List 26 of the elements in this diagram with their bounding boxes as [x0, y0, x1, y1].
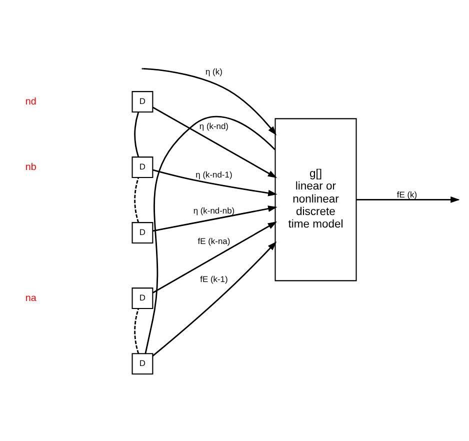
node-box: D [131, 222, 153, 244]
label: na [24, 292, 36, 304]
node-box: D [131, 156, 153, 178]
arrow [142, 67, 276, 135]
label: nb [24, 161, 36, 172]
edge-label: fE (k-1) [200, 273, 228, 284]
arrow [152, 106, 277, 178]
connector [144, 116, 275, 354]
edge-label: η (k) [205, 66, 222, 76]
edge-label: fE (k) [396, 188, 417, 199]
edge-label: fE (k-na) [197, 235, 230, 246]
arrow [152, 221, 277, 293]
node-box: D [131, 90, 153, 112]
node-box: D [131, 287, 153, 309]
edge-label: η (k-nd-1) [195, 169, 232, 180]
arrow [152, 205, 277, 232]
arrow [152, 240, 276, 356]
label: nd [24, 96, 36, 107]
arrow [152, 168, 277, 196]
node-box: g[] linear or nonlinear discrete time model [274, 118, 356, 281]
connector [134, 308, 139, 354]
connector [134, 111, 139, 157]
edge-label: η (k-nd) [198, 120, 228, 130]
edge-label: η (k-nd-nb) [192, 205, 234, 215]
node-box: D [131, 352, 153, 374]
connector [134, 176, 139, 222]
